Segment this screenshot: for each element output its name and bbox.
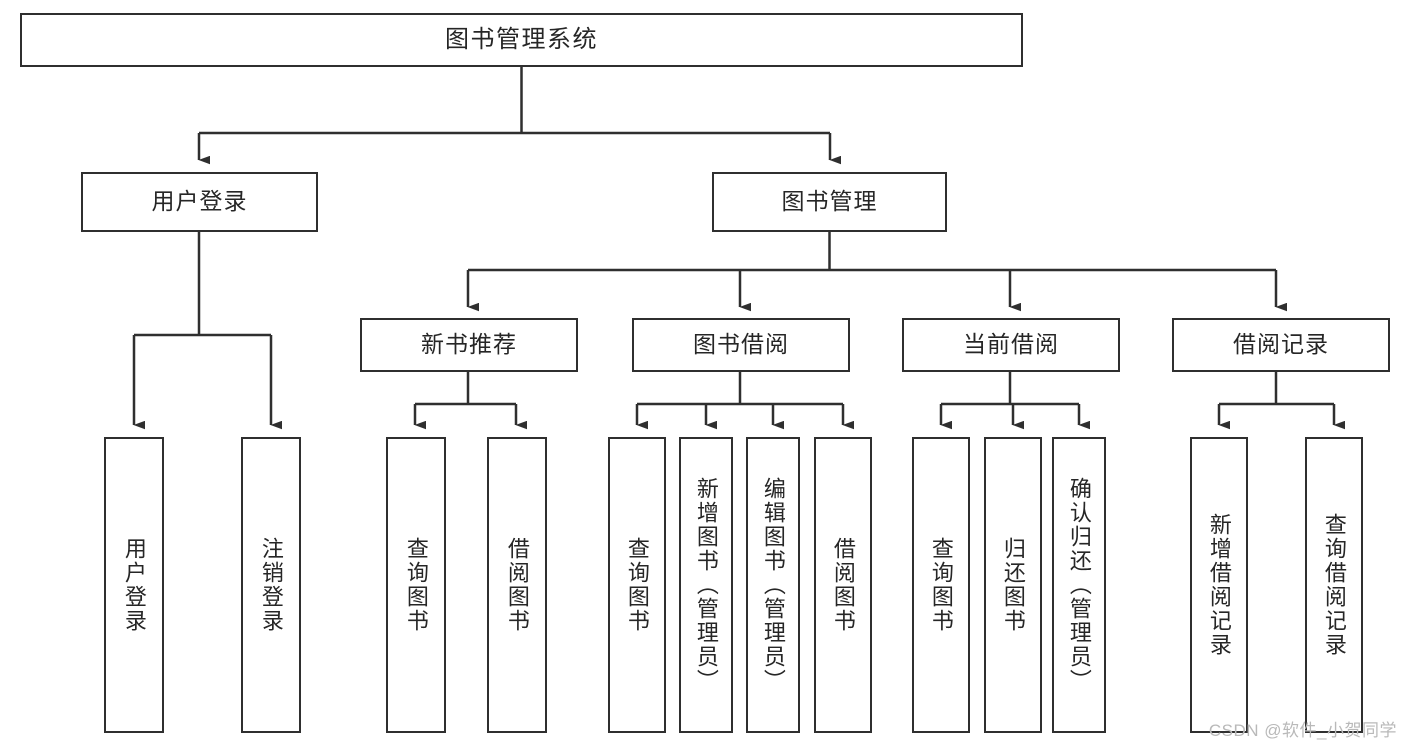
node-leaf-add-record[interactable]: 新增借阅记录: [1190, 437, 1248, 733]
node-leaf-confirm-return[interactable]: 确认归还（管理员）: [1052, 437, 1106, 733]
node-label: 查询图书: [928, 537, 954, 633]
node-leaf-user-login[interactable]: 用户登录: [104, 437, 164, 733]
edges-newbook-to-leaves: [413, 372, 527, 430]
node-leaf-edit-book[interactable]: 编辑图书（管理员）: [746, 437, 800, 733]
node-label: 当前借阅: [963, 331, 1059, 358]
node-new-book-recommend[interactable]: 新书推荐: [360, 318, 578, 372]
node-leaf-borrow-book-rec[interactable]: 借阅图书: [487, 437, 547, 733]
node-label: 图书管理系统: [445, 25, 598, 53]
node-label: 图书借阅: [693, 331, 789, 358]
node-label: 用户登录: [121, 537, 147, 633]
edges-userlogin-to-leaves: [132, 232, 282, 430]
node-label: 借阅图书: [504, 537, 530, 633]
node-leaf-add-book[interactable]: 新增图书（管理员）: [679, 437, 733, 733]
node-book-management[interactable]: 图书管理: [712, 172, 947, 232]
node-book-borrow[interactable]: 图书借阅: [632, 318, 850, 372]
node-leaf-return-book[interactable]: 归还图书: [984, 437, 1042, 733]
node-label: 编辑图书（管理员）: [760, 477, 786, 693]
node-label: 查询图书: [624, 537, 650, 633]
edges-currentborrow-to-leaves: [939, 372, 1090, 430]
node-leaf-query-book-rec[interactable]: 查询图书: [386, 437, 446, 733]
node-label: 新书推荐: [421, 331, 517, 358]
node-label: 借阅记录: [1233, 331, 1329, 358]
edges-borrowrecord-to-leaves: [1217, 372, 1345, 430]
node-label: 注销登录: [258, 537, 284, 633]
node-root[interactable]: 图书管理系统: [20, 13, 1023, 67]
node-label: 借阅图书: [830, 537, 856, 633]
edges-bookborrow-to-leaves: [635, 372, 854, 430]
node-label: 查询借阅记录: [1321, 513, 1347, 657]
node-leaf-user-logout[interactable]: 注销登录: [241, 437, 301, 733]
node-leaf-query-book-borrow[interactable]: 查询图书: [608, 437, 666, 733]
node-label: 归还图书: [1000, 537, 1026, 633]
node-user-login[interactable]: 用户登录: [81, 172, 318, 232]
node-label: 图书管理: [781, 188, 878, 215]
node-label: 新增借阅记录: [1206, 513, 1232, 657]
node-label: 确认归还（管理员）: [1066, 477, 1092, 693]
edges-bookmgmt-to-level3: [466, 232, 1287, 312]
node-label: 用户登录: [151, 188, 248, 215]
node-label: 新增图书（管理员）: [693, 477, 719, 693]
node-leaf-query-record[interactable]: 查询借阅记录: [1305, 437, 1363, 733]
node-label: 查询图书: [403, 537, 429, 633]
watermark-label: CSDN @软件_小贺同学: [1208, 721, 1397, 740]
node-leaf-query-book-cur[interactable]: 查询图书: [912, 437, 970, 733]
edges-root-to-level2: [197, 67, 841, 165]
node-leaf-borrow-book[interactable]: 借阅图书: [814, 437, 872, 733]
node-current-borrow[interactable]: 当前借阅: [902, 318, 1120, 372]
node-borrow-record[interactable]: 借阅记录: [1172, 318, 1390, 372]
